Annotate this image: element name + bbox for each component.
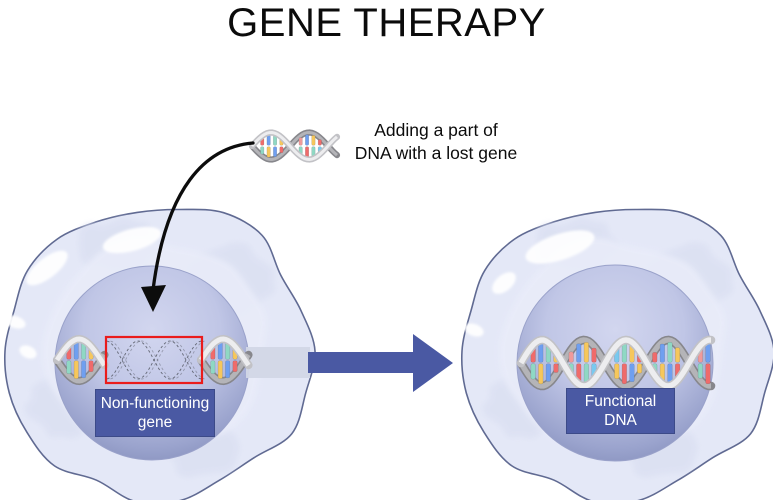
missing-gene-dashes: [106, 340, 205, 380]
insertion-arrow-head: [141, 285, 166, 312]
left-dna-helix-left: [52, 334, 109, 386]
label-functional-dna: Functional DNA: [566, 388, 675, 434]
transform-arrow-icon: [308, 334, 453, 392]
dna-export-band: [246, 347, 310, 378]
cell-highlight: [102, 226, 162, 254]
dna-fragment-icon: [248, 129, 341, 163]
cell-highlight: [19, 345, 37, 359]
cell-highlight: [4, 315, 26, 329]
cell-highlight: [492, 272, 516, 294]
cell-highlight: [525, 230, 595, 264]
page-title: GENE THERAPY: [227, 1, 546, 45]
cell-highlight: [26, 250, 68, 286]
left-dna-helix-right: [196, 334, 253, 386]
label-non-functioning-gene: Non-functioning gene: [95, 389, 215, 437]
cell-highlight: [464, 323, 484, 337]
missing-gene-outline-icon: [104, 335, 204, 385]
right-dna-helix: [516, 335, 716, 391]
insertion-arrow-icon: [151, 141, 255, 292]
annotation-adding-dna: Adding a part of DNA with a lost gene: [354, 120, 518, 163]
